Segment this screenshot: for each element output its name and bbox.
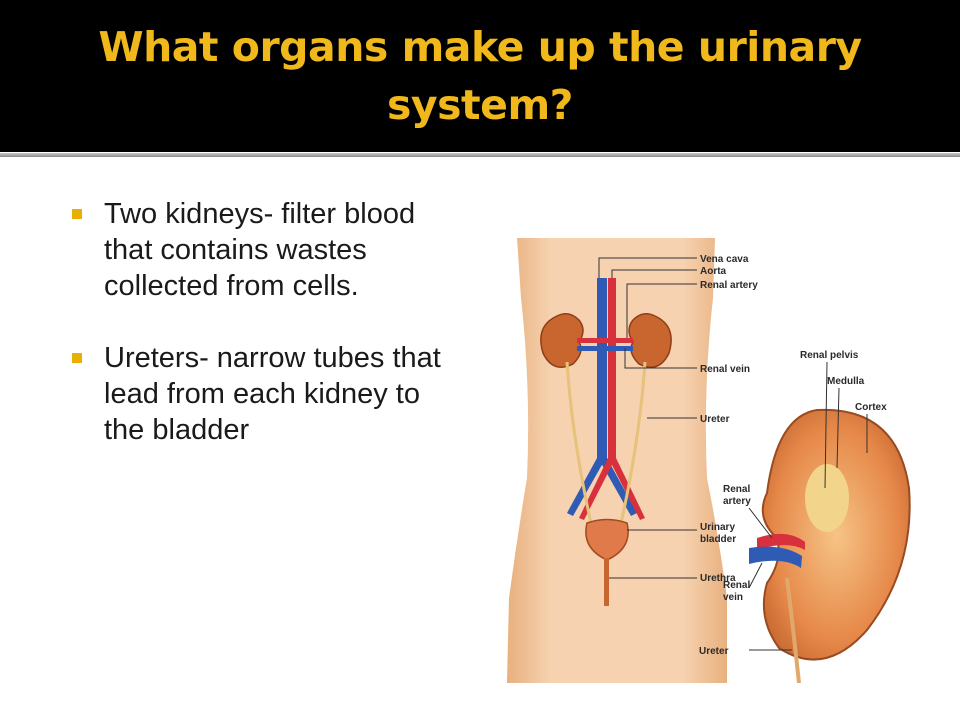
label-medulla: Medulla	[827, 376, 865, 387]
label-vena-cava: Vena cava	[700, 254, 749, 265]
label-renal-artery: Renal artery	[700, 280, 758, 291]
square-bullet-icon	[72, 209, 82, 219]
label-ureter: Ureter	[700, 414, 730, 425]
bullet-list: Two kidneys- filter blood that contains …	[72, 196, 452, 484]
label-renal-vein: Renal vein	[700, 364, 750, 375]
renal-artery-vessel	[577, 338, 633, 343]
label-renal-pelvis: Renal pelvis	[800, 350, 859, 361]
square-bullet-icon	[72, 353, 82, 363]
kidney-cross-section	[749, 408, 911, 683]
bullet-text: Two kidneys- filter blood that contains …	[104, 198, 416, 302]
title-bar	[0, 0, 960, 152]
title-divider	[0, 153, 960, 157]
kidney-left	[540, 313, 584, 368]
label-renal-vein-2a: Renal	[723, 580, 750, 591]
label-renal-artery-2b: artery	[723, 496, 751, 507]
label-renal-vein-2b: vein	[723, 592, 743, 603]
label-aorta: Aorta	[700, 266, 727, 277]
label-urinary: Urinary	[700, 522, 735, 533]
ureter-right	[618, 361, 647, 529]
kidney-right	[628, 313, 672, 368]
urethra	[604, 558, 609, 606]
label-urethra: Urethra	[700, 573, 736, 584]
leader-lines-right	[748, 361, 868, 651]
renal-vein-vessel	[577, 346, 633, 351]
bullet-item: Two kidneys- filter blood that contains …	[72, 196, 452, 304]
urinary-bladder	[585, 518, 629, 561]
ureter-left	[565, 361, 594, 529]
urinary-system-illustration: Vena cava Aorta Renal artery Renal vein …	[507, 238, 911, 683]
label-bladder: bladder	[700, 534, 736, 545]
label-cortex: Cortex	[855, 402, 887, 413]
bullet-item: Ureters- narrow tubes that lead from eac…	[72, 340, 452, 448]
leader-lines-left	[598, 257, 697, 579]
slide-title: What organs make up the urinary system?	[98, 23, 862, 129]
bullet-text: Ureters- narrow tubes that lead from eac…	[104, 342, 441, 446]
label-ureter-2: Ureter	[699, 646, 729, 657]
label-renal-artery-2a: Renal	[723, 484, 750, 495]
